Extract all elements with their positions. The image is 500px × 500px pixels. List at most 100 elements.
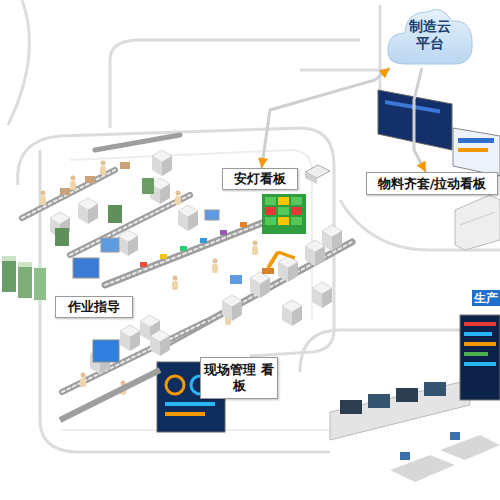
control-room <box>440 435 500 460</box>
material-kanban-screens <box>453 128 500 176</box>
text-group: 生产 <box>474 291 498 305</box>
label-box: 作业指导 <box>55 296 133 318</box>
machines <box>250 272 270 298</box>
workers <box>175 191 181 206</box>
material-kanban-screens <box>378 90 452 150</box>
green-stations <box>55 228 69 246</box>
floor-roads <box>8 0 500 452</box>
node-label: 制造云 平台 <box>404 18 456 52</box>
robot-arm <box>268 252 278 268</box>
machines <box>152 150 172 176</box>
workers <box>252 241 258 256</box>
text-group: 安灯看板 <box>234 171 286 187</box>
connector-line <box>262 68 390 168</box>
agv-truck <box>305 165 330 184</box>
server-racks <box>34 268 46 300</box>
arrow-head <box>258 157 268 168</box>
label-box: 现场管理 看板 <box>200 357 278 399</box>
conveyor-belts <box>70 195 190 255</box>
machines <box>178 205 198 231</box>
bottom-line <box>60 370 160 420</box>
workers <box>172 276 178 291</box>
workers <box>40 191 46 206</box>
work-screens <box>73 258 99 278</box>
bottom-line <box>150 330 170 356</box>
work-screens <box>101 238 119 252</box>
node-label: 安灯看板 <box>234 171 286 187</box>
node-label: 物料齐套/拉动看板 <box>378 176 487 192</box>
colored-parts <box>220 230 227 235</box>
production-dashboard <box>464 322 496 326</box>
machines <box>278 256 298 282</box>
andon-board <box>265 217 276 225</box>
production-dashboard <box>464 362 496 366</box>
field-management-board <box>165 412 205 416</box>
control-room <box>396 388 418 402</box>
server-racks <box>18 262 32 298</box>
work-screens <box>205 210 219 220</box>
bottom-line <box>222 295 242 321</box>
green-stations <box>108 205 122 223</box>
control-room <box>340 400 362 414</box>
conveyor-belts <box>105 208 300 285</box>
conveyor-belts <box>95 135 180 150</box>
material-kanban-screens <box>385 100 440 114</box>
machines <box>120 325 140 351</box>
andon-board <box>265 197 276 205</box>
floor-roads <box>18 128 334 356</box>
conveyor-belts <box>105 208 300 285</box>
text-group: 制造云 平台 <box>404 18 456 52</box>
colored-parts <box>60 162 247 267</box>
andon-board <box>262 194 306 234</box>
material-kanban-screens <box>458 148 488 152</box>
floor-roads <box>40 150 330 452</box>
text-group: 作业指导 <box>68 299 120 315</box>
colored-parts <box>60 188 70 195</box>
node-label: 作业指导 <box>68 299 120 315</box>
control-room <box>450 432 460 440</box>
robot-arm <box>262 252 295 274</box>
server-racks <box>2 256 16 292</box>
server-racks <box>2 256 16 261</box>
connector <box>414 68 426 172</box>
production-dashboard <box>460 315 500 400</box>
colored-parts <box>140 262 147 267</box>
production-dashboard <box>464 352 488 356</box>
colored-parts <box>85 176 95 183</box>
green-stations <box>142 178 154 194</box>
conveyor-belts <box>22 170 115 218</box>
material-kanban-screens <box>378 90 500 176</box>
andon-board <box>291 197 302 205</box>
warehouse-building <box>455 195 500 250</box>
text-group: 现场管理 看板 <box>204 362 274 394</box>
machines <box>118 230 138 256</box>
andon-board <box>278 197 289 205</box>
cloud-shape <box>388 9 472 64</box>
colored-parts <box>200 238 207 243</box>
workers <box>70 176 76 191</box>
connector <box>258 68 390 168</box>
workers <box>100 161 106 176</box>
andon-board <box>278 207 289 215</box>
area-tag: 生产 <box>472 290 500 306</box>
machines <box>50 150 342 374</box>
control-room <box>390 455 455 482</box>
colored-parts <box>160 254 167 259</box>
production-dashboard <box>464 332 492 336</box>
conveyor-belts <box>22 135 352 392</box>
machines <box>78 198 98 224</box>
connector-line <box>414 68 426 172</box>
label-box: 安灯看板 <box>222 168 298 190</box>
robot-arm <box>278 252 295 258</box>
machines <box>312 282 332 308</box>
andon-board <box>291 217 302 225</box>
text-group: 物料齐套/拉动看板 <box>378 176 487 192</box>
floor-roads <box>8 0 29 125</box>
green-stations <box>55 178 154 246</box>
work-screens <box>93 340 119 362</box>
server-racks <box>18 262 32 267</box>
workers <box>80 373 86 388</box>
andon-board <box>278 217 289 225</box>
arrow-head <box>379 68 390 78</box>
